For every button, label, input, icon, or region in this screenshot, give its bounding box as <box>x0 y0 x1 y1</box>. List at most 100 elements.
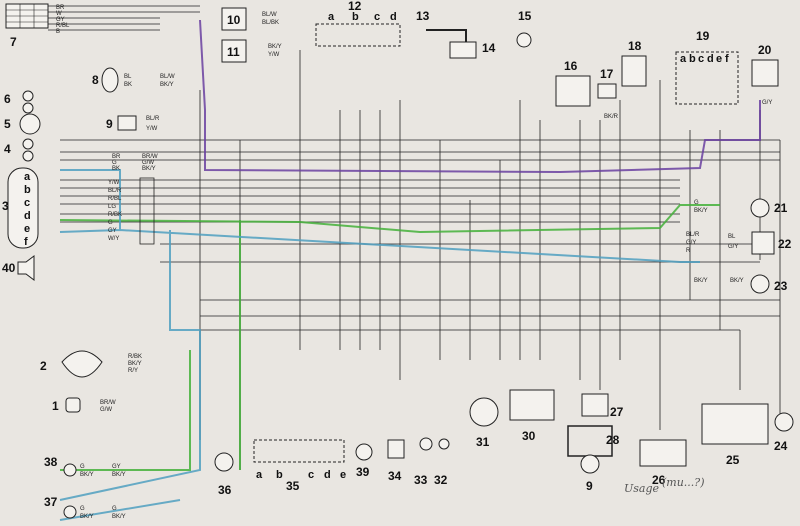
c3-connector <box>139 177 155 245</box>
c23-wire-1: BK/Y <box>730 278 744 284</box>
c19-letter-e: e <box>716 53 722 65</box>
c1-wire-0: BR/W <box>100 400 116 406</box>
c35-letter-a: a <box>256 469 263 481</box>
c22-wire-4: G/Y <box>728 244 738 250</box>
c38-wire-2: GY <box>112 464 121 470</box>
component-22-lamp <box>751 231 775 255</box>
label-38: 38 <box>44 455 58 469</box>
component-21-lamp <box>750 198 770 218</box>
component-2-headlight <box>61 350 103 378</box>
c37-wire-2: G <box>112 506 117 512</box>
c3-letter-f: f <box>24 236 28 248</box>
component-34-switch <box>387 439 405 459</box>
label-32: 32 <box>434 473 448 487</box>
c7-wire-4: B <box>56 29 60 35</box>
label-39: 39 <box>356 465 370 479</box>
component-39-gauge <box>355 443 373 461</box>
c35-letter-e: e <box>340 469 346 481</box>
c10-wire-1: BL/BK <box>262 20 279 26</box>
label-26: 26 <box>652 473 666 487</box>
label-4: 4 <box>4 142 11 156</box>
label-25: 25 <box>726 453 740 467</box>
label-8: 8 <box>92 73 99 87</box>
c9-wire-1: Y/W <box>146 126 158 132</box>
c8-wire-1: BK <box>124 82 132 88</box>
component-24-sensor <box>774 412 794 432</box>
c4b-wire-2: BK/Y <box>142 166 156 172</box>
component-6-switch-b <box>22 102 34 114</box>
label-7: 7 <box>10 35 17 49</box>
label-13: 13 <box>416 9 430 23</box>
component-37-lamp <box>63 505 77 519</box>
c19-letter-d: d <box>707 53 714 65</box>
c8-wire-3: BK/Y <box>160 82 174 88</box>
c38-wire-1: BK/Y <box>80 472 94 478</box>
c2-wire-0: R/BK <box>128 354 142 360</box>
c20-wire-0: G/Y <box>762 100 772 106</box>
c3-letter-e: e <box>24 223 30 235</box>
component-25-ecu <box>701 403 769 445</box>
label-5: 5 <box>4 117 11 131</box>
label-3: 3 <box>2 199 9 213</box>
c7-wire-0: BR <box>56 5 65 11</box>
component-38-lamp <box>63 463 77 477</box>
label-15: 15 <box>518 9 532 23</box>
label-22: 22 <box>778 237 792 251</box>
c9-wire-0: BL/R <box>146 116 160 122</box>
component-36-sensor <box>214 452 234 472</box>
label-24: 24 <box>774 439 788 453</box>
c3-letter-b: b <box>24 184 31 196</box>
c37-wire-0: G <box>80 506 85 512</box>
c12-letter-c: c <box>374 11 380 23</box>
c7-wire-2: GY <box>56 17 65 23</box>
component-15-sensor <box>516 32 532 48</box>
label-19: 19 <box>696 29 710 43</box>
c22-wire-2: R <box>686 248 691 254</box>
component-9-relay <box>117 115 137 131</box>
c12-letter-b: b <box>352 11 359 23</box>
c38-wire-3: BK/Y <box>112 472 126 478</box>
label-34: 34 <box>388 469 402 483</box>
handwritten-note-2: (mu...?) <box>662 476 705 489</box>
label-36: 36 <box>218 483 232 497</box>
c10-wire-0: BL/W <box>262 12 277 18</box>
component-33-sensor <box>419 437 433 451</box>
c4b-wire-1: G/W <box>142 160 154 166</box>
label-20: 20 <box>758 43 772 57</box>
component-16-module <box>555 75 591 107</box>
c19-letter-a: a <box>680 53 687 65</box>
c3-letter-a: a <box>24 171 31 183</box>
c4-wire-1: G <box>112 160 117 166</box>
label-35: 35 <box>286 479 300 493</box>
c8-wire-0: BL <box>124 74 132 80</box>
label-9: 9 <box>106 117 113 131</box>
component-19-switch-block <box>675 51 739 105</box>
c2-wire-2: R/Y <box>128 368 138 374</box>
c3-letter-d: d <box>24 210 31 222</box>
label-18: 18 <box>628 39 642 53</box>
c4-wire-0: BR <box>112 154 121 160</box>
component-30-regulator <box>509 389 555 421</box>
c3-wire-3: LG <box>108 204 116 210</box>
component-35-switch-block <box>253 439 345 463</box>
component-12-switch-block <box>315 23 401 47</box>
label-2: 2 <box>40 359 47 373</box>
c35-letter-d: d <box>324 469 331 481</box>
c22-wire-3: BL <box>728 234 736 240</box>
handwritten-note: Usage <box>624 482 660 495</box>
label-30: 30 <box>522 429 536 443</box>
label-23: 23 <box>774 279 788 293</box>
label-11: 11 <box>227 45 240 59</box>
c3-wire-2: R/BL <box>108 196 122 202</box>
c38-wire-0: G <box>80 464 85 470</box>
c21-wire-0: G <box>694 200 699 206</box>
c19-letter-b: b <box>689 53 696 65</box>
component-17-relay <box>597 83 617 99</box>
label-31: 31 <box>476 435 490 449</box>
c4-wire-2: BK <box>112 166 120 172</box>
component-11-box <box>221 39 247 63</box>
component-23-lamp <box>750 274 770 294</box>
component-14-module <box>449 41 477 59</box>
component-4-switch <box>22 138 34 150</box>
